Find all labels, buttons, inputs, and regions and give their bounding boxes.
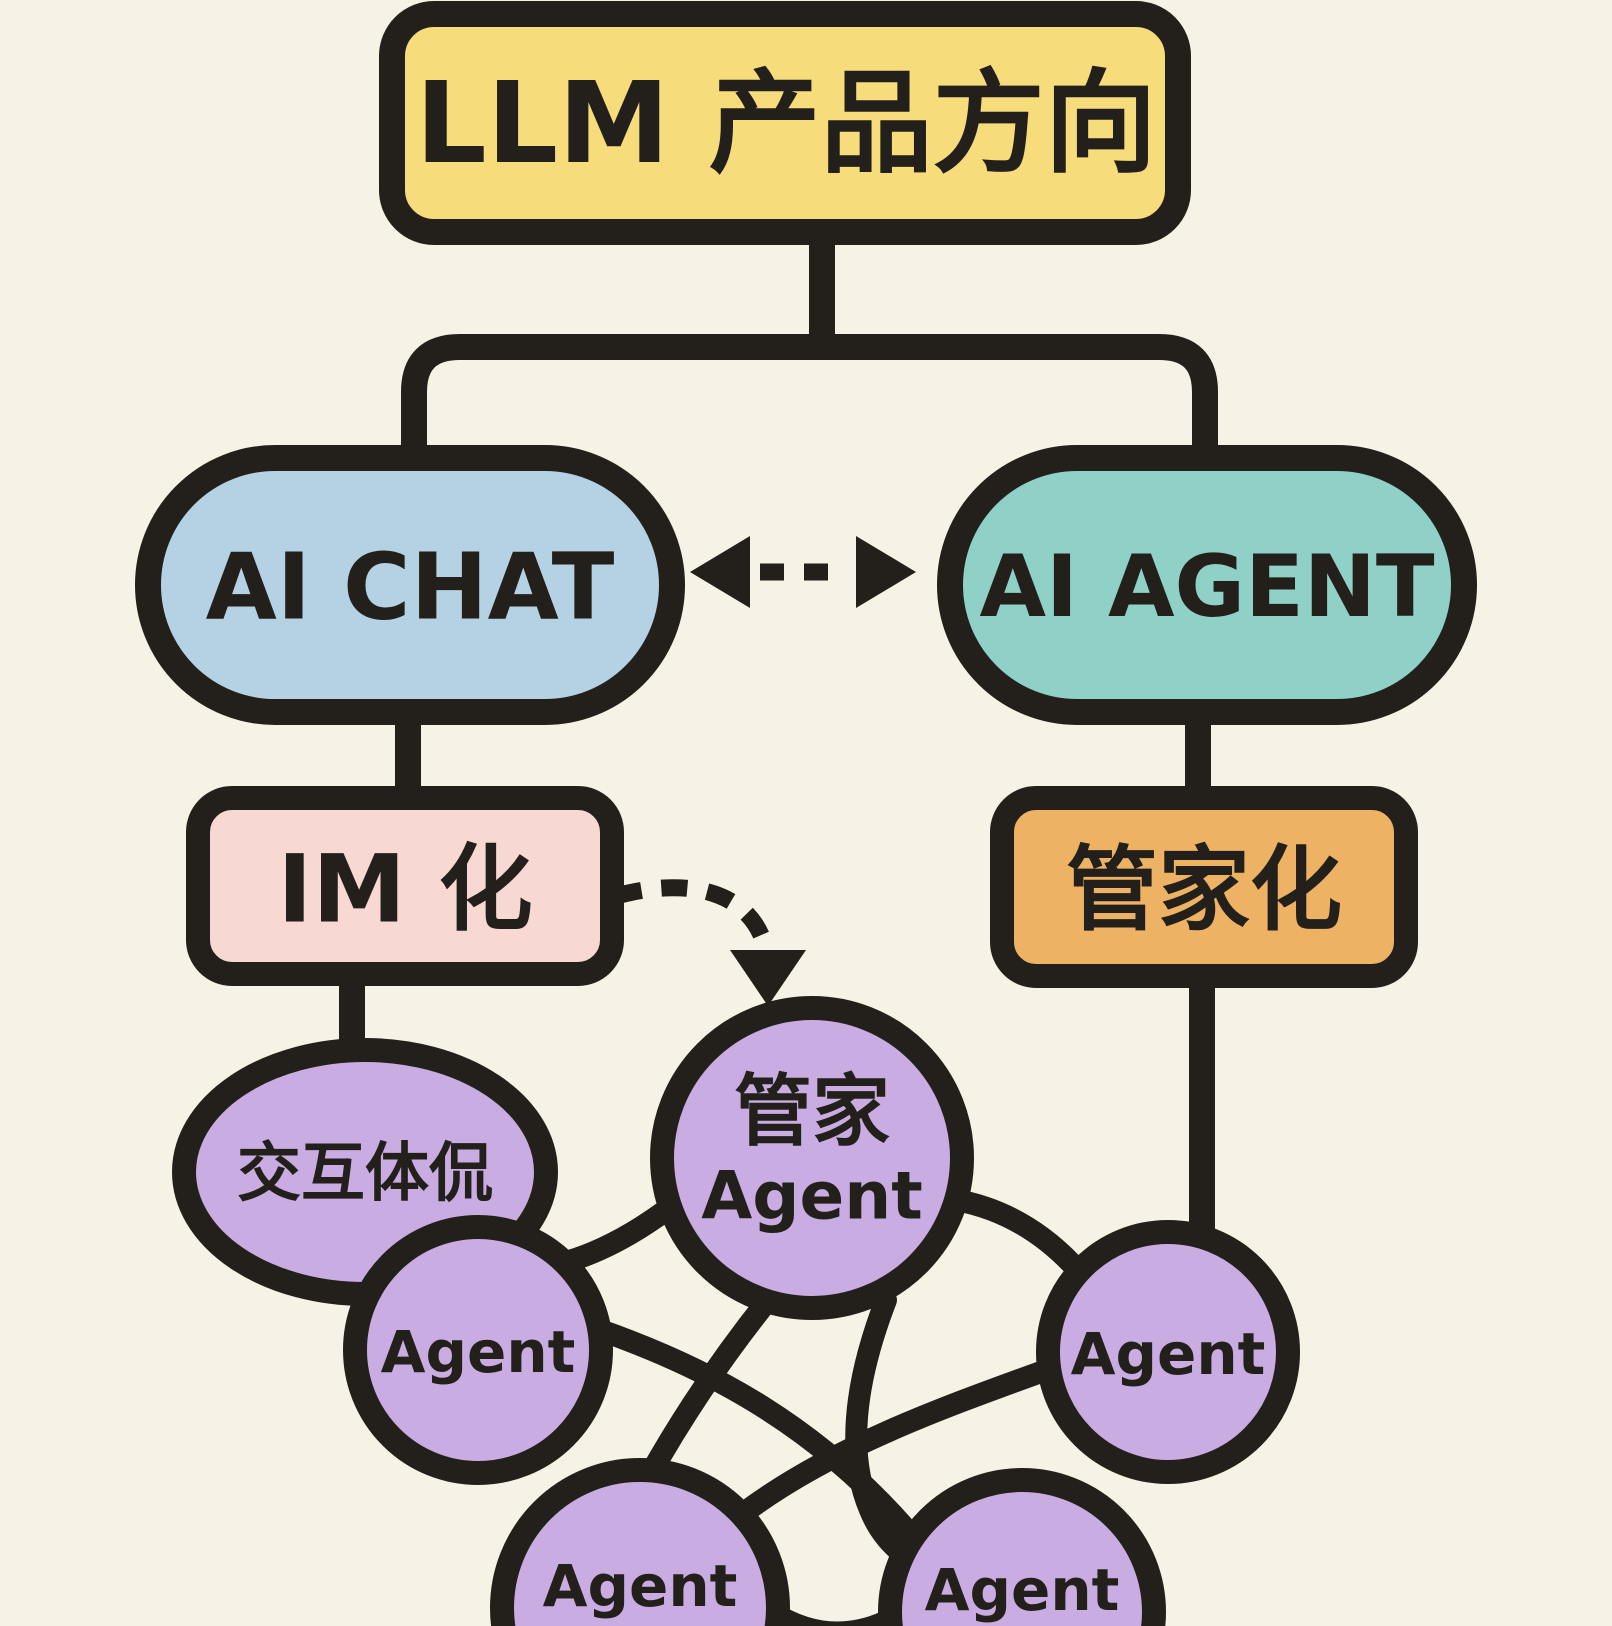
agent-node-left: [343, 1215, 613, 1485]
agent-bottom-right-label: Agent: [925, 1556, 1120, 1624]
ai-chat-node: [135, 445, 685, 725]
experience-label: 交互体侃: [237, 1137, 493, 1211]
double-arrow-right-head: [856, 536, 916, 608]
ai-chat-label: AI CHAT: [206, 534, 615, 641]
double-arrow-icon: [690, 536, 916, 608]
network-curve-cross-right: [734, 1357, 1063, 1523]
curved-arrow-icon: [613, 879, 806, 1006]
ai-agent-label: AI AGENT: [979, 537, 1434, 637]
butler-agent-label-en: Agent: [701, 1158, 923, 1235]
root-node: [379, 1, 1191, 245]
im-label: IM 化: [277, 836, 532, 945]
butler-mode-node: [990, 786, 1418, 988]
agent-node-bottom-left: [490, 1458, 790, 1626]
agent-node-right: [1036, 1220, 1300, 1484]
connector-branch: [401, 334, 1218, 479]
agent-right-label: Agent: [1071, 1320, 1266, 1388]
agent-bottom-left-label: Agent: [543, 1552, 738, 1620]
curved-arrow-dashes: [613, 879, 777, 964]
butler-agent-label-cn: 管家: [734, 1067, 890, 1157]
butler-agent-node: [650, 996, 974, 1320]
network-curve-cross-left: [589, 1319, 916, 1539]
ai-agent-node: [937, 445, 1477, 725]
double-arrow-left-head: [690, 536, 750, 608]
butler-mode-label: 管家化: [1066, 837, 1342, 944]
agent-node-bottom-right: [878, 1468, 1166, 1626]
network-curve-butler-to-right: [945, 1189, 1083, 1275]
agent-left-label: Agent: [381, 1318, 576, 1386]
curved-arrow-head: [730, 950, 806, 1006]
root-node-label: LLM 产品方向: [415, 59, 1156, 189]
network-curve-butler-to-bottomleft: [637, 1289, 779, 1489]
im-node: [186, 786, 624, 986]
